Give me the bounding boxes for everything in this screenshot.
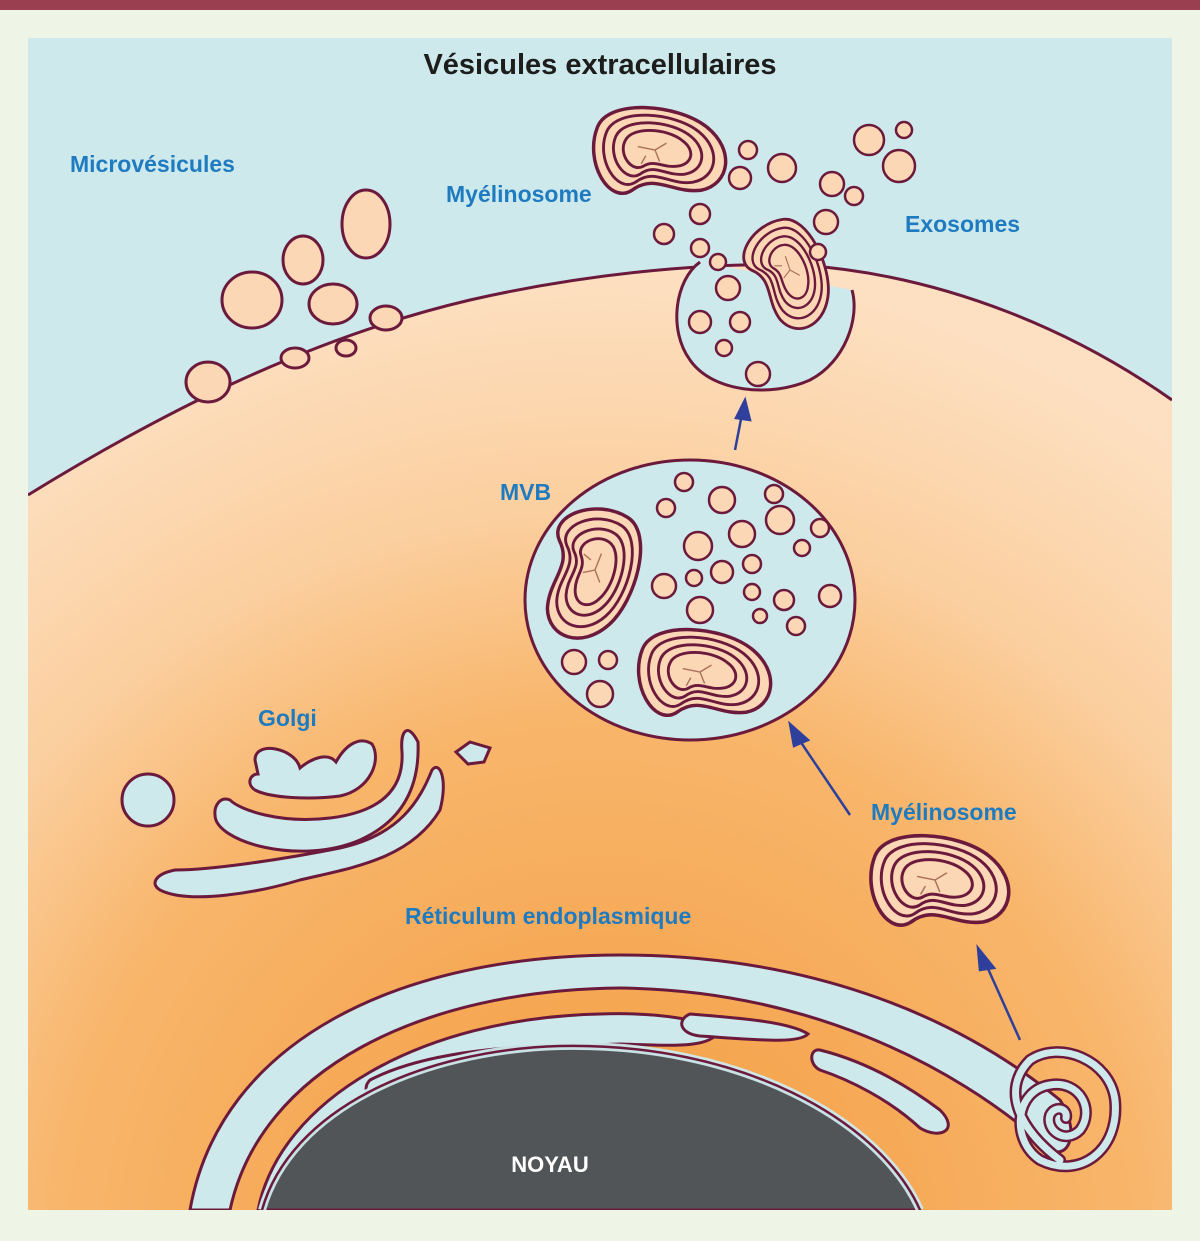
label-exosomes: Exosomes	[905, 211, 1020, 237]
label-mvb: MVB	[500, 479, 551, 505]
arrow-mvb-to-membrane	[733, 413, 744, 451]
arrow-myelinosome-to-mvb	[796, 737, 852, 816]
label-noyau: NOYAU	[511, 1152, 588, 1177]
label-golgi: Golgi	[258, 705, 317, 731]
top-border-bar	[0, 0, 1200, 10]
er-spiral	[1009, 1046, 1122, 1173]
diagram-title: Vésicules extracellulaires	[423, 49, 776, 81]
golgi-apparatus	[120, 729, 493, 899]
exosomes	[652, 120, 917, 262]
label-reticulum: Réticulum endoplasmique	[405, 903, 691, 929]
fusing-mvb-exosomes	[687, 252, 772, 388]
microvesicles	[184, 188, 404, 404]
label-myelinosome-top: Myélinosome	[446, 181, 592, 207]
pathway-arrows	[733, 396, 1022, 1041]
label-myelinosome-right: Myélinosome	[871, 799, 1017, 825]
cytoplasm	[28, 264, 1172, 1210]
mvb	[523, 458, 857, 742]
label-microvesicules: Microvésicules	[70, 151, 235, 177]
arrow-spiral-to-myelinosome	[983, 961, 1022, 1041]
